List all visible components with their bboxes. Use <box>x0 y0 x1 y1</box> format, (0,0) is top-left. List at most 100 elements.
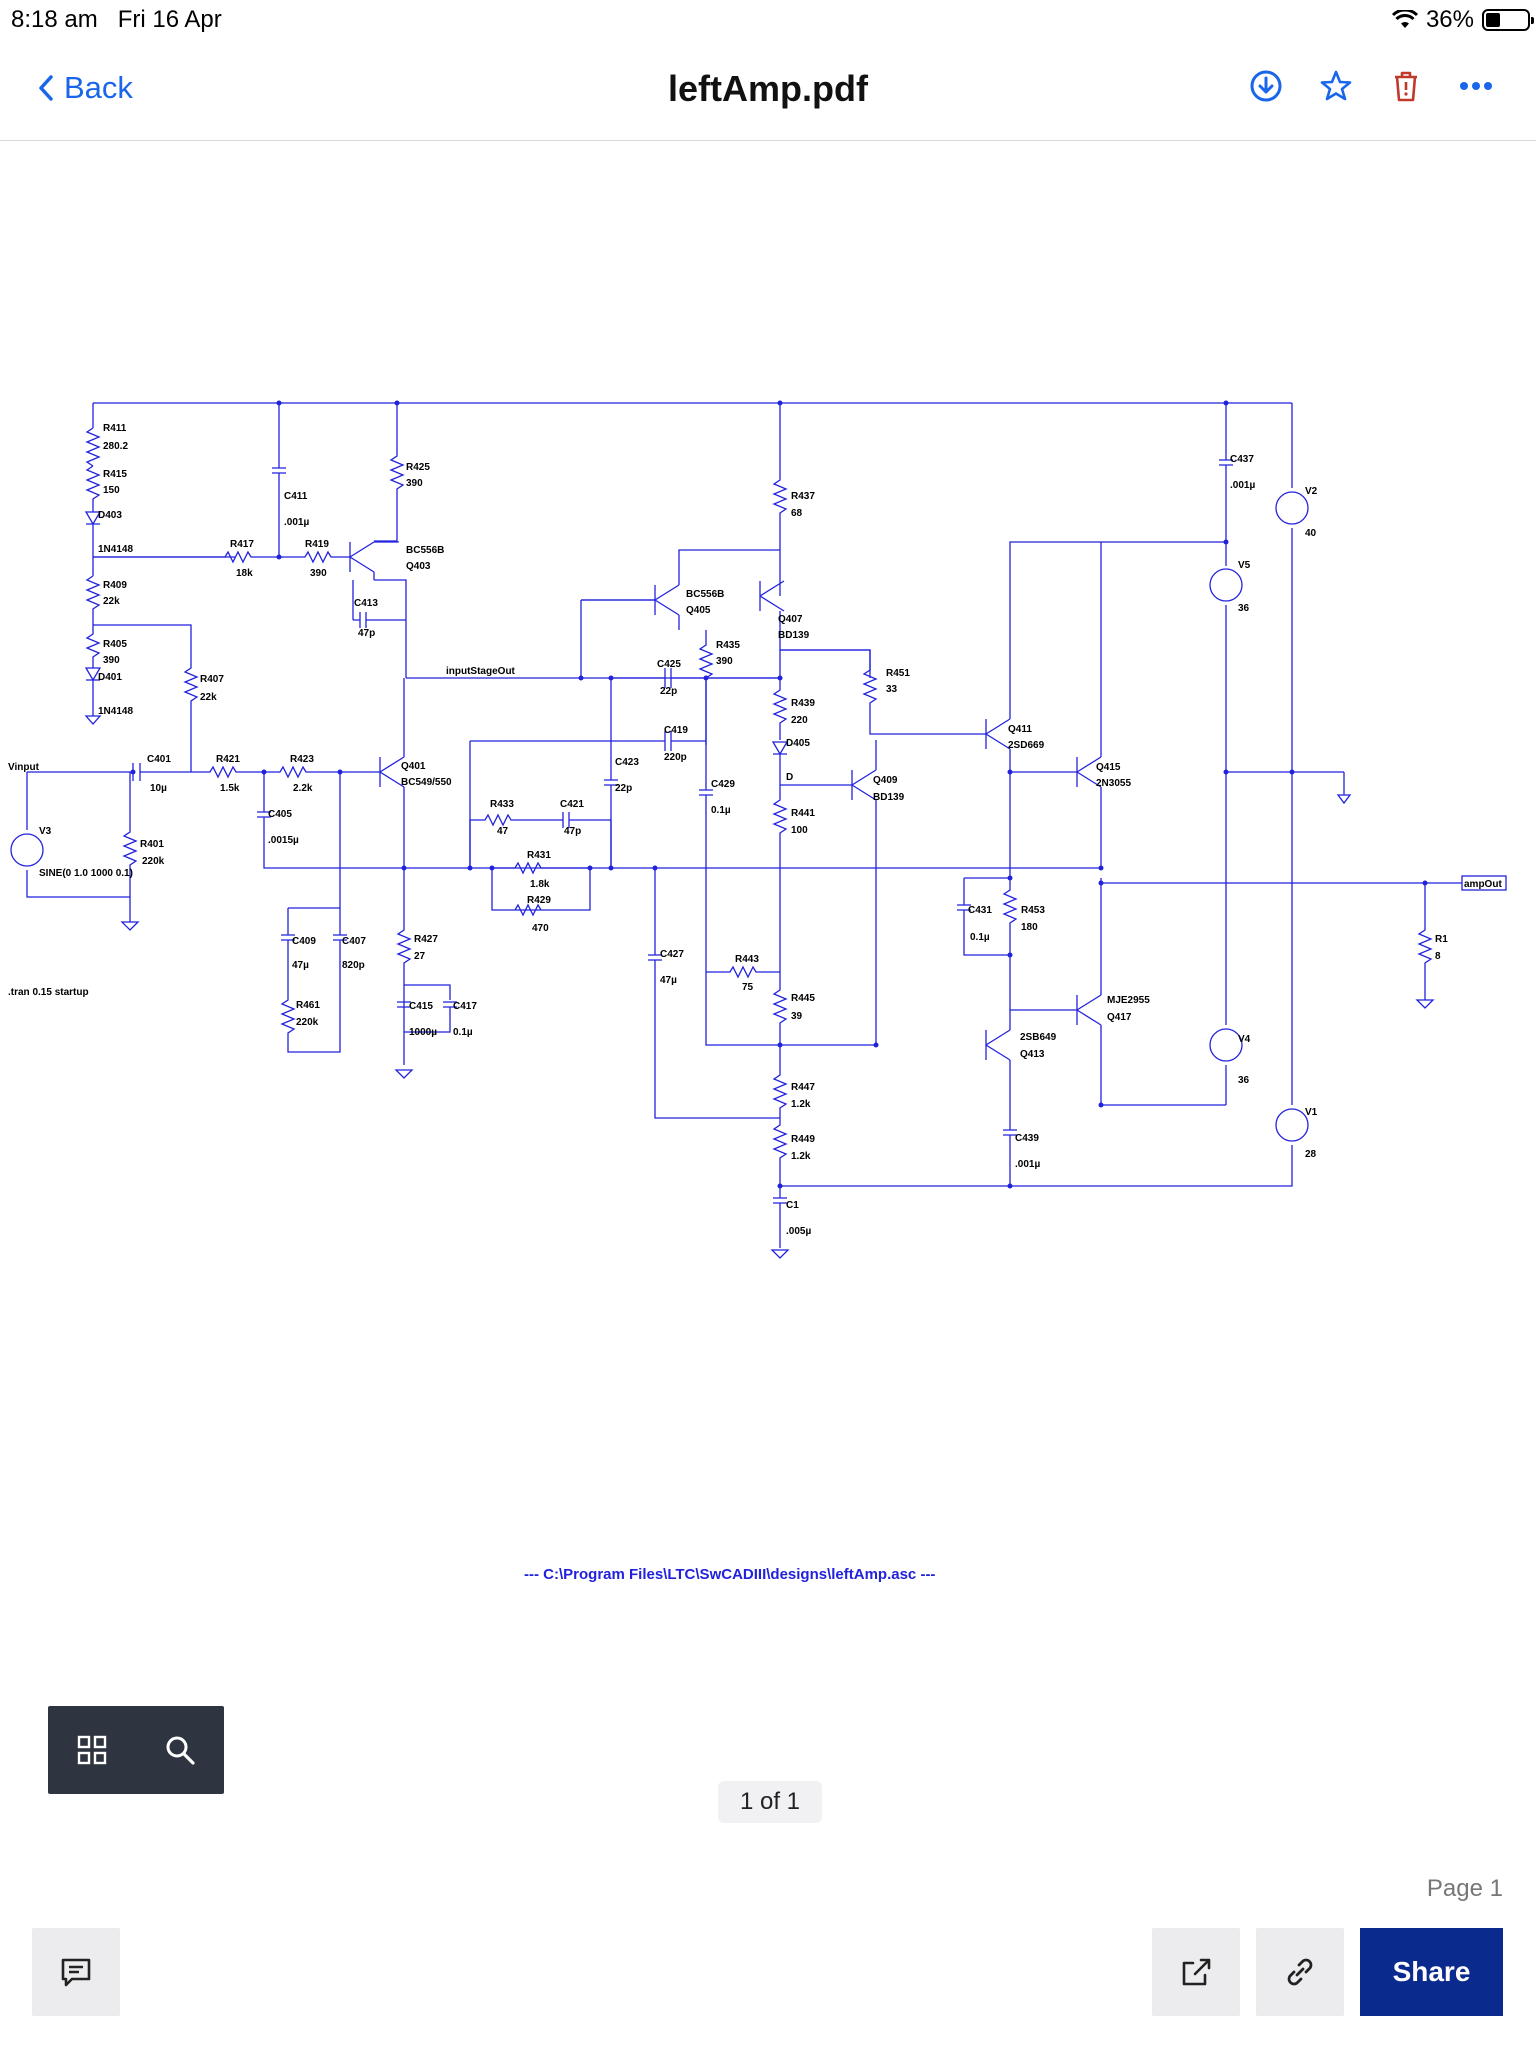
value-C1: .005µ <box>786 1226 811 1237</box>
label-R447: R447 <box>791 1082 815 1093</box>
value-C423: 22p <box>615 783 632 794</box>
label-C431: C431 <box>968 905 992 916</box>
spice-directive: .tran 0.15 startup <box>8 987 89 998</box>
value-R461: 220k <box>296 1017 319 1028</box>
label-V4: V4 <box>1238 1034 1251 1045</box>
nav-bar: Back leftAmp.pdf <box>0 40 1536 141</box>
value-C439: .001µ <box>1015 1159 1040 1170</box>
label-Q409: Q409 <box>873 775 898 786</box>
label-R441: R441 <box>791 808 815 819</box>
value-R427: 27 <box>414 951 426 962</box>
name-Q403: Q403 <box>406 561 431 572</box>
value-V2: 40 <box>1305 528 1317 539</box>
label-C429: C429 <box>711 779 735 790</box>
label-R407: R407 <box>200 674 224 685</box>
value-R417: 18k <box>236 568 253 579</box>
label-R431: R431 <box>527 850 551 861</box>
label-R439: R439 <box>791 698 815 709</box>
status-right: 36% <box>1391 6 1534 34</box>
value-D403: 1N4148 <box>98 544 133 555</box>
value-R401: 220k <box>142 856 165 867</box>
value-R453: 180 <box>1021 922 1038 933</box>
value-C431: 0.1µ <box>970 932 990 943</box>
label-R415: R415 <box>103 469 127 480</box>
comment-button[interactable] <box>32 1928 120 2016</box>
label-Q405: BC556B <box>686 589 724 600</box>
thumbnails-button[interactable] <box>70 1728 114 1772</box>
value-R411: 280.2 <box>103 441 128 452</box>
label-R401: R401 <box>140 839 164 850</box>
value-C411: .001µ <box>284 517 309 528</box>
value-Q415: 2N3055 <box>1096 778 1131 789</box>
label-Q417: MJE2955 <box>1107 995 1150 1006</box>
value-R433: 47 <box>497 826 509 837</box>
page-indicator: 1 of 1 <box>718 1781 822 1823</box>
value-R445: 39 <box>791 1011 803 1022</box>
label-R443: R443 <box>735 954 759 965</box>
document-page[interactable]: R411 280.2 R415 150 D403 1N4148 R409 22k… <box>0 141 1536 1891</box>
value-R423: 2.2k <box>293 783 313 794</box>
more-icon[interactable] <box>1456 66 1496 106</box>
value-Q411: 2SD669 <box>1008 740 1045 751</box>
label-R449: R449 <box>791 1134 815 1145</box>
label-R421: R421 <box>216 754 240 765</box>
value-Q407: BD139 <box>778 630 810 641</box>
name-Q413: Q413 <box>1020 1049 1045 1060</box>
value-V3: SINE(0 1.0 1000 0.1) <box>39 868 133 879</box>
status-time: 8:18 am Fri 16 Apr <box>11 6 222 33</box>
value-R405: 390 <box>103 655 120 666</box>
value-R431: 1.8k <box>530 879 550 890</box>
back-label: Back <box>64 70 133 105</box>
chevron-left-icon <box>39 75 53 101</box>
comment-icon <box>61 1958 91 1987</box>
back-button[interactable]: Back <box>38 70 133 106</box>
label-C425: C425 <box>657 659 681 670</box>
label-Q415: Q415 <box>1096 762 1121 773</box>
value-R409: 22k <box>103 596 120 607</box>
label-D405: D405 <box>786 738 810 749</box>
search-icon <box>166 1736 195 1765</box>
share-button[interactable]: Share <box>1360 1928 1503 2016</box>
value-C407: 820p <box>342 960 365 971</box>
label-C405: C405 <box>268 809 292 820</box>
value-R419: 390 <box>310 568 327 579</box>
label-C401: C401 <box>147 754 171 765</box>
label-C417: C417 <box>453 1001 477 1012</box>
value-R447: 1.2k <box>791 1099 811 1110</box>
label-C1: C1 <box>786 1200 799 1211</box>
value-C415: 1000µ <box>409 1027 437 1038</box>
page-label: Page 1 <box>1426 1875 1503 1902</box>
trash-icon[interactable] <box>1386 66 1426 106</box>
label-V3: V3 <box>39 826 52 837</box>
value-R421: 1.5k <box>220 783 240 794</box>
battery-percent: 36% <box>1425 6 1474 33</box>
page-tools-panel <box>48 1706 224 1794</box>
wifi-icon <box>1391 10 1418 28</box>
value-D405: D <box>786 772 793 783</box>
label-V2: V2 <box>1305 486 1318 497</box>
file-path-footer: --- C:\Program Files\LTC\SwCADIII\design… <box>524 1566 935 1583</box>
open-external-button[interactable] <box>1152 1928 1240 2016</box>
value-R415: 150 <box>103 485 120 496</box>
copy-link-button[interactable] <box>1256 1928 1344 2016</box>
download-icon[interactable] <box>1246 66 1286 106</box>
search-button[interactable] <box>158 1728 202 1772</box>
value-R429: 470 <box>532 923 549 934</box>
label-C419: C419 <box>664 725 688 736</box>
label-V1: V1 <box>1305 1107 1318 1118</box>
external-link-icon <box>1182 1958 1211 1986</box>
label-Vinput: Vinput <box>8 762 40 773</box>
value-R437: 68 <box>791 508 803 519</box>
name-Q405: Q405 <box>686 605 711 616</box>
value-D401: 1N4148 <box>98 706 133 717</box>
label-Q407: Q407 <box>778 614 803 625</box>
value-R407: 22k <box>200 692 217 703</box>
label-C409: C409 <box>292 936 316 947</box>
net-label-ampOut: ampOut <box>1464 879 1502 890</box>
label-C411: C411 <box>284 491 308 502</box>
value-C437: .001µ <box>1230 480 1255 491</box>
star-icon[interactable] <box>1316 66 1356 106</box>
label-C427: C427 <box>660 949 684 960</box>
label-R461: R461 <box>296 1000 320 1011</box>
value-R439: 220 <box>791 715 808 726</box>
